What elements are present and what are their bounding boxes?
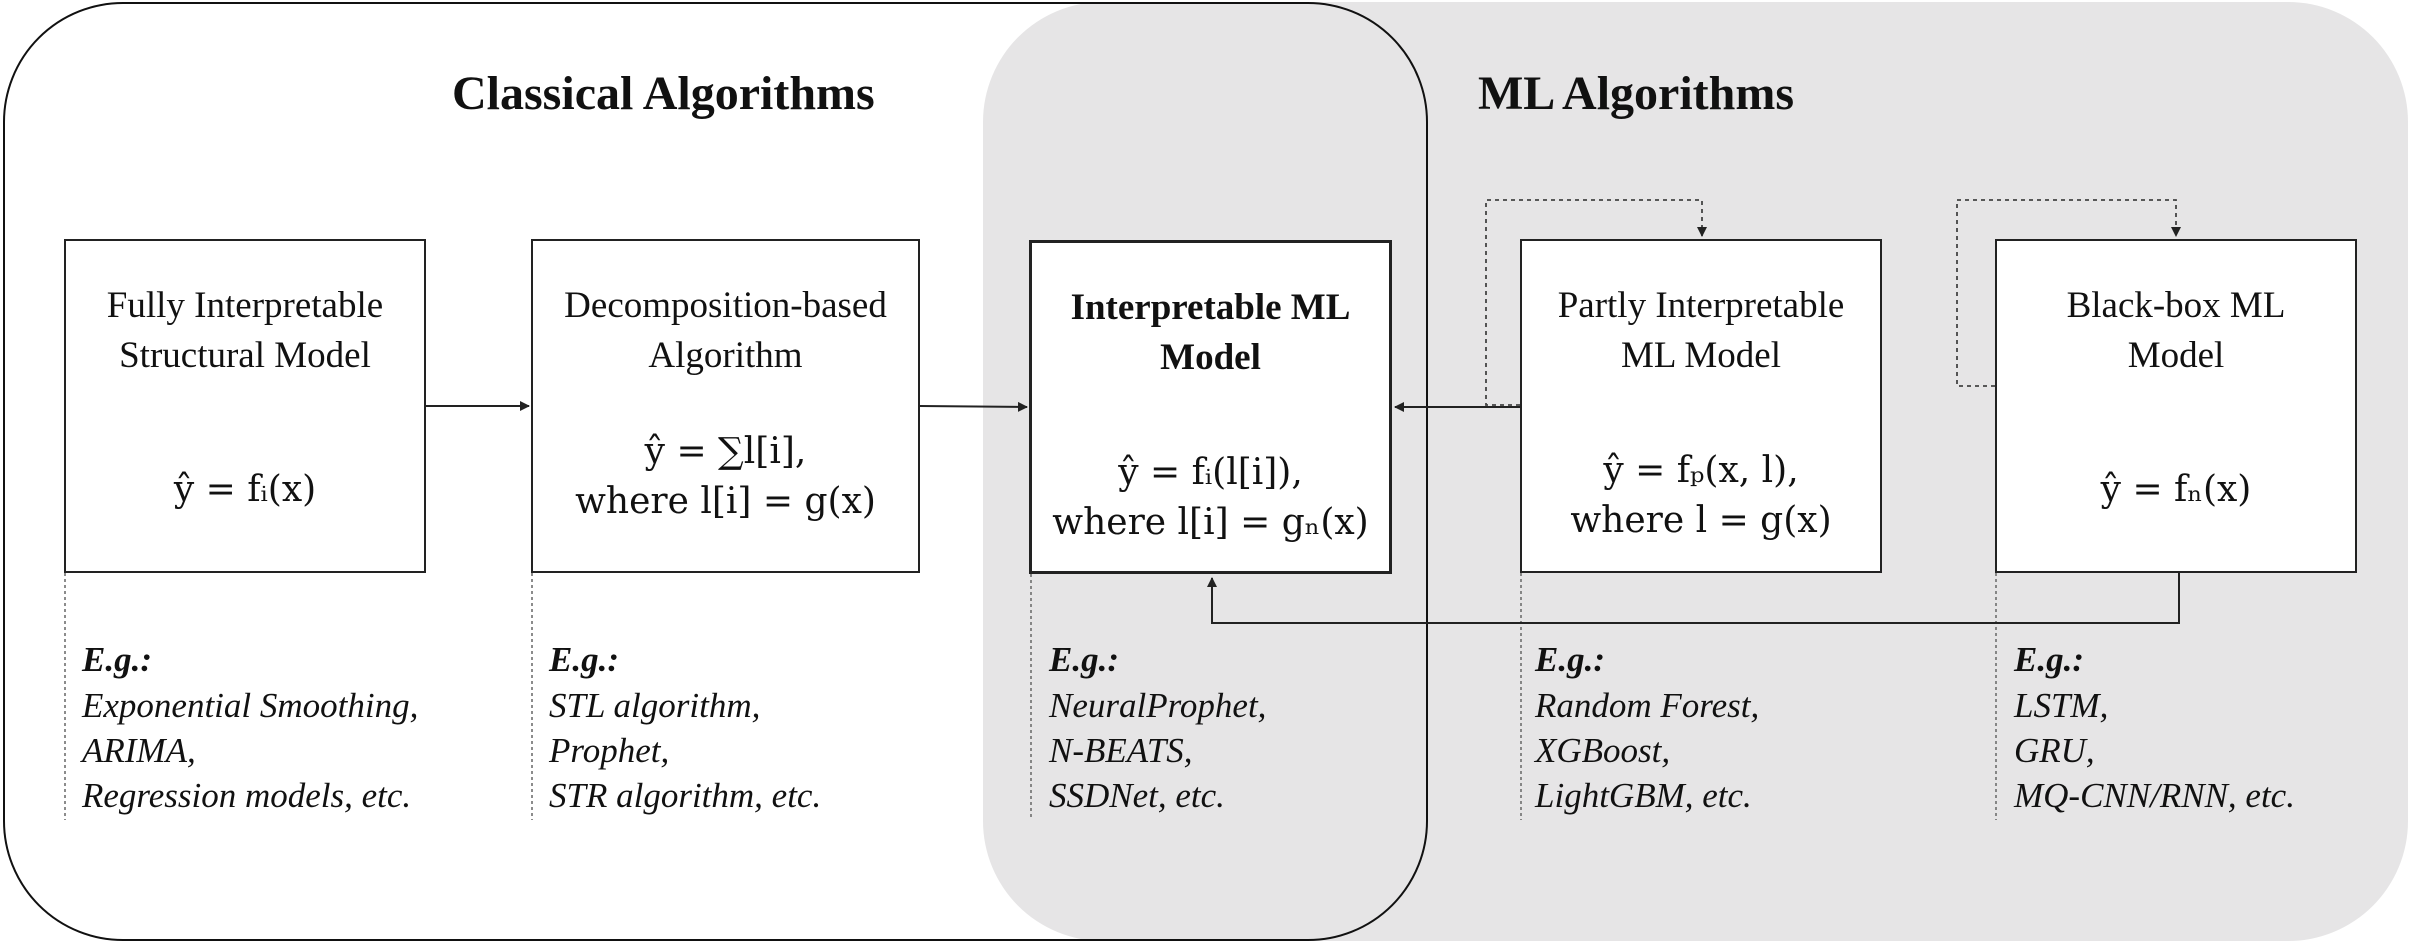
- box-title: Black-box ML Model: [1997, 281, 2355, 381]
- example-list-black-box: LSTM, GRU, MQ-CNN/RNN, etc.: [2014, 683, 2295, 818]
- example-item: Prophet,: [549, 731, 670, 770]
- box-title-line: Model: [1160, 337, 1261, 378]
- example-item: SSDNet, etc.: [1049, 776, 1225, 815]
- formula-line: ŷ = ∑l[i],: [644, 431, 807, 472]
- box-formula: ŷ = fᵢ(l[i]), where l[i] = gₙ(x): [1032, 448, 1389, 548]
- box-title-line: Model: [2127, 335, 2225, 376]
- example-item: Regression models, etc.: [82, 776, 412, 815]
- example-item: STR algorithm, etc.: [549, 776, 822, 815]
- example-label: E.g.:: [1535, 640, 1605, 679]
- box-title-line: ML Model: [1621, 335, 1781, 376]
- box-title-line: Decomposition-based: [564, 285, 887, 326]
- box-title: Decomposition-based Algorithm: [533, 281, 918, 381]
- formula-line: ŷ = fₙ(x): [2100, 469, 2252, 510]
- box-title-line: Partly Interpretable: [1557, 285, 1845, 326]
- formula-line: ŷ = fᵢ(l[i]),: [1118, 452, 1303, 493]
- example-label: E.g.:: [82, 640, 152, 679]
- example-item: Random Forest,: [1535, 686, 1760, 725]
- formula-line: where l = g(x): [1570, 500, 1832, 541]
- example-label: E.g.:: [2014, 640, 2084, 679]
- formula-line: ŷ = fᵢ(x): [173, 469, 317, 510]
- box-decomposition-based-algorithm: Decomposition-based Algorithm ŷ = ∑l[i],…: [531, 239, 920, 573]
- box-interpretable-ml-model: Interpretable ML Model ŷ = fᵢ(l[i]), whe…: [1029, 240, 1392, 574]
- example-list-structural: Exponential Smoothing, ARIMA, Regression…: [82, 683, 418, 818]
- box-title-line: Fully Interpretable: [106, 285, 384, 326]
- box-title: Interpretable ML Model: [1032, 283, 1389, 383]
- classical-algorithms-region: [3, 2, 1428, 941]
- box-formula: ŷ = fᵢ(x): [66, 465, 424, 515]
- example-item: ARIMA,: [82, 731, 196, 770]
- example-item: LightGBM, etc.: [1535, 776, 1752, 815]
- example-list-decomposition: STL algorithm, Prophet, STR algorithm, e…: [549, 683, 821, 818]
- example-item: XGBoost,: [1535, 731, 1671, 770]
- example-list-partly-interpretable: Random Forest, XGBoost, LightGBM, etc.: [1535, 683, 1759, 818]
- box-title-line: Algorithm: [648, 335, 803, 376]
- example-label: E.g.:: [549, 640, 619, 679]
- ml-algorithms-title: ML Algorithms: [1478, 67, 1795, 120]
- example-item: MQ-CNN/RNN, etc.: [2014, 776, 2295, 815]
- box-title-line: Structural Model: [119, 335, 371, 376]
- box-formula: ŷ = ∑l[i], where l[i] = g(x): [533, 427, 918, 527]
- formula-line: ŷ = fₚ(x, l),: [1603, 450, 1799, 491]
- box-formula: ŷ = fₚ(x, l), where l = g(x): [1522, 446, 1880, 546]
- box-title: Fully Interpretable Structural Model: [66, 281, 424, 381]
- example-item: LSTM,: [2014, 686, 2109, 725]
- box-partly-interpretable-ml-model: Partly Interpretable ML Model ŷ = fₚ(x, …: [1520, 239, 1882, 573]
- example-item: Exponential Smoothing,: [82, 686, 419, 725]
- formula-line: where l[i] = g(x): [575, 481, 876, 522]
- formula-line: where l[i] = gₙ(x): [1052, 502, 1369, 543]
- example-item: GRU,: [2014, 731, 2095, 770]
- box-title-line: Interpretable ML: [1070, 287, 1351, 328]
- box-fully-interpretable-structural-model: Fully Interpretable Structural Model ŷ =…: [64, 239, 426, 573]
- example-item: N-BEATS,: [1049, 731, 1193, 770]
- example-item: NeuralProphet,: [1049, 686, 1267, 725]
- example-list-interpretable-ml: NeuralProphet, N-BEATS, SSDNet, etc.: [1049, 683, 1266, 818]
- example-item: STL algorithm,: [549, 686, 761, 725]
- box-title: Partly Interpretable ML Model: [1522, 281, 1880, 381]
- box-title-line: Black-box ML: [2066, 285, 2286, 326]
- box-formula: ŷ = fₙ(x): [1997, 465, 2355, 515]
- box-black-box-ml-model: Black-box ML Model ŷ = fₙ(x): [1995, 239, 2357, 573]
- classical-algorithms-title: Classical Algorithms: [452, 67, 875, 120]
- example-label: E.g.:: [1049, 640, 1119, 679]
